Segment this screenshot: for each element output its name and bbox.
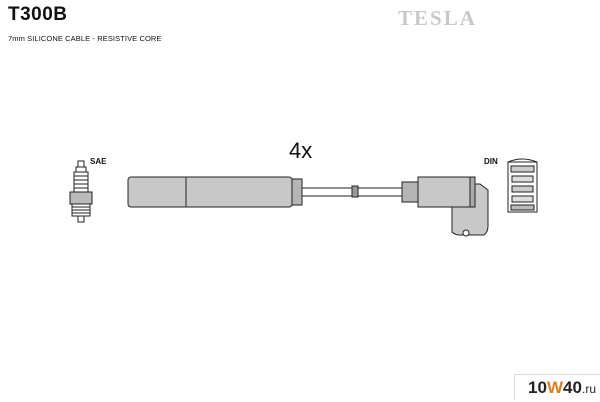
din-label: DIN (484, 157, 498, 166)
distributor-terminal-illustration (507, 158, 538, 213)
watermark-badge: 10W40.ru (514, 374, 600, 400)
ignition-cable (301, 185, 403, 198)
watermark-text: 10W40.ru (528, 378, 596, 397)
sae-label: SAE (90, 157, 107, 166)
cable-description: 7mm SILICONE CABLE - RESISTIVE CORE (8, 34, 162, 43)
angled-boot (401, 176, 489, 237)
quantity-label: 4x (289, 138, 313, 163)
brand-logo: TESLA (398, 6, 477, 30)
spark-plug-illustration (69, 160, 93, 223)
straight-boot (127, 176, 303, 208)
part-number: T300B (8, 4, 68, 25)
